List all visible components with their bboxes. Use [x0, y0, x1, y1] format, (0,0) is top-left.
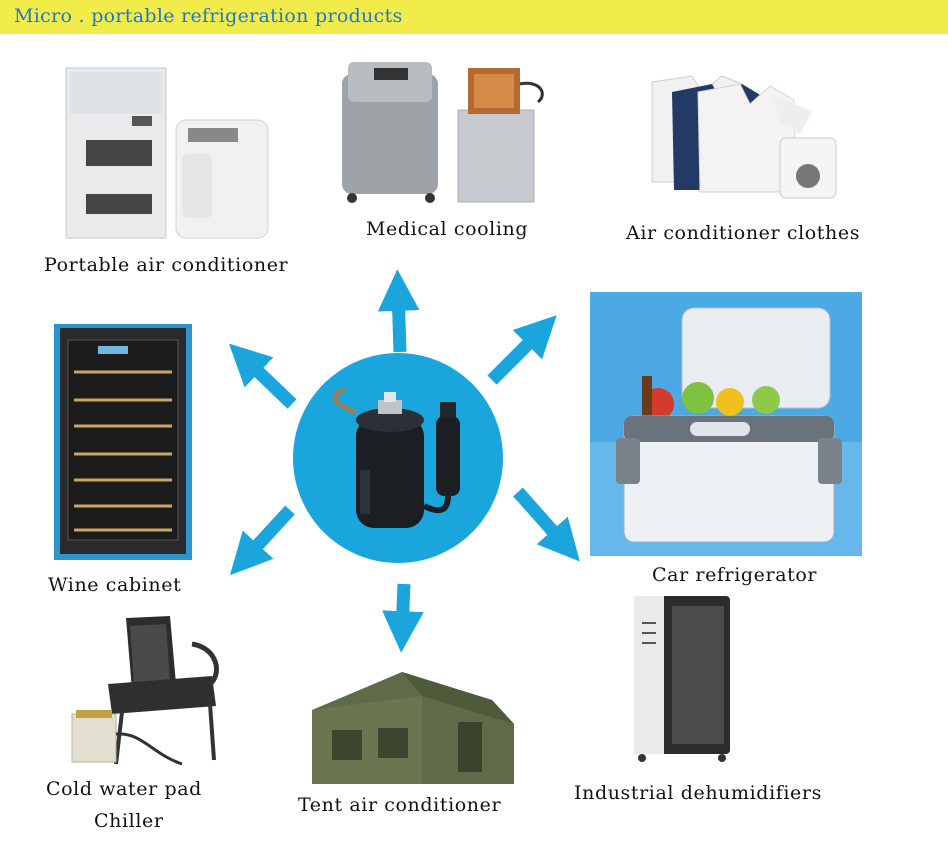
label-chiller-line1: Cold water pad	[46, 778, 202, 800]
ac-clothes-photo	[622, 72, 844, 222]
portable-ac-photo	[58, 64, 278, 244]
medical-cooling-photo	[334, 44, 556, 214]
label-wine-cabinet: Wine cabinet	[48, 574, 182, 596]
label-dehumidifier: Industrial dehumidifiers	[574, 782, 822, 804]
chiller-photo	[62, 614, 232, 774]
label-chiller-line2: Chiller	[94, 810, 164, 832]
label-car-refrigerator: Car refrigerator	[652, 564, 818, 586]
tent-photo	[292, 666, 532, 790]
header-banner: Micro . portable refrigeration products	[0, 0, 948, 34]
arrow-up	[377, 269, 420, 353]
banner-title: Micro . portable refrigeration products	[14, 5, 403, 27]
compressor-icon	[333, 388, 460, 528]
dehumidifier-photo	[628, 592, 738, 764]
arrow-down-right	[513, 487, 580, 562]
label-portable-ac: Portable air conditioner	[44, 254, 289, 276]
arrow-up-right	[487, 315, 557, 385]
label-tent-ac: Tent air conditioner	[298, 794, 502, 816]
arrow-down	[382, 583, 424, 653]
label-medical-cooling: Medical cooling	[366, 218, 529, 240]
car-refrigerator-photo	[590, 292, 862, 556]
label-ac-clothes: Air conditioner clothes	[626, 222, 861, 244]
arrow-down-left	[229, 505, 295, 576]
wine-cabinet-photo	[54, 324, 192, 560]
arrow-up-left	[228, 343, 297, 409]
